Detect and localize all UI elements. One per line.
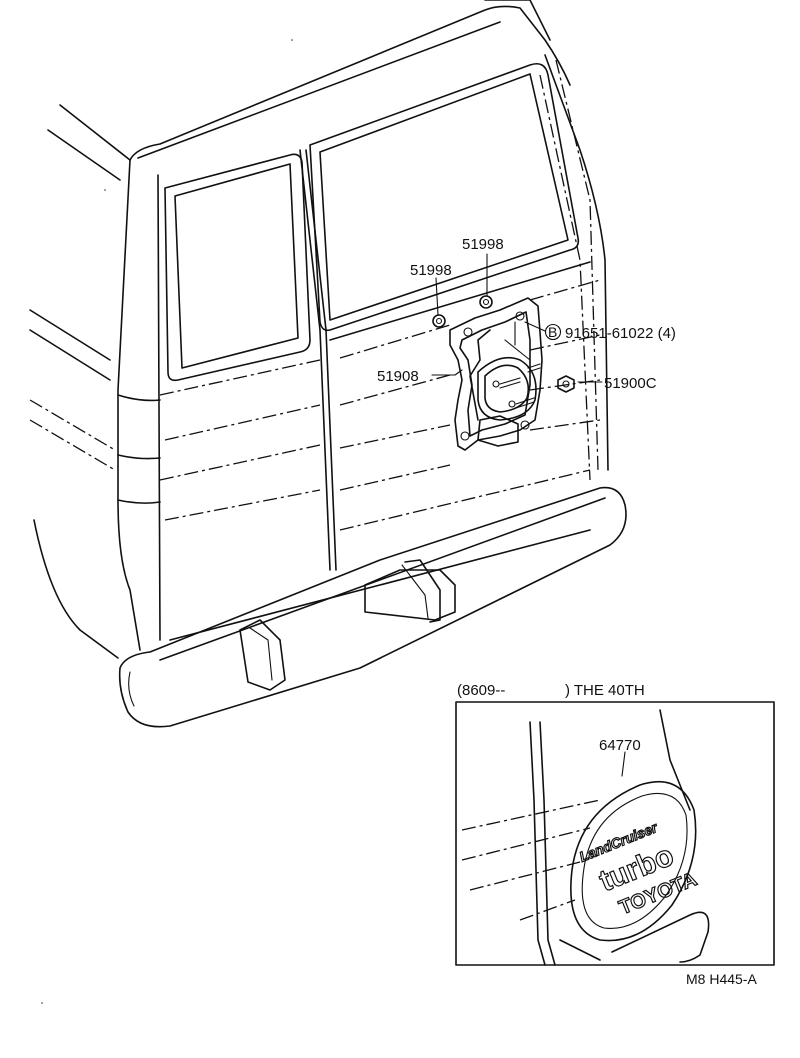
diagram-code: M8 H445-A	[686, 971, 757, 987]
cover-emblem: LandCruiser turbo TOYOTA	[576, 818, 700, 920]
carrier-bracket	[449, 297, 543, 451]
inset-range: (8609--	[457, 682, 505, 699]
label-clip-upper: 51998	[462, 236, 504, 253]
inset-edition: ) THE 40TH	[565, 682, 645, 699]
label-cover: 64770	[599, 737, 641, 754]
scan-specks	[41, 39, 293, 1004]
inset-frame	[455, 701, 775, 966]
spare-tire-cover	[570, 780, 697, 942]
bolt-marker-badge: B	[544, 323, 562, 341]
clip-upper-part	[479, 295, 493, 309]
vehicle-body	[29, 0, 627, 728]
label-nut: 51900C	[604, 375, 657, 392]
label-bolt: 91651-61022 (4)	[565, 325, 676, 342]
clip-left-part	[432, 314, 446, 328]
leader-lines	[431, 253, 603, 383]
nut-part	[557, 375, 575, 393]
bolt-marker-letter: B	[548, 324, 557, 340]
label-bracket: 51908	[377, 368, 419, 385]
label-clip-left: 51998	[410, 262, 452, 279]
